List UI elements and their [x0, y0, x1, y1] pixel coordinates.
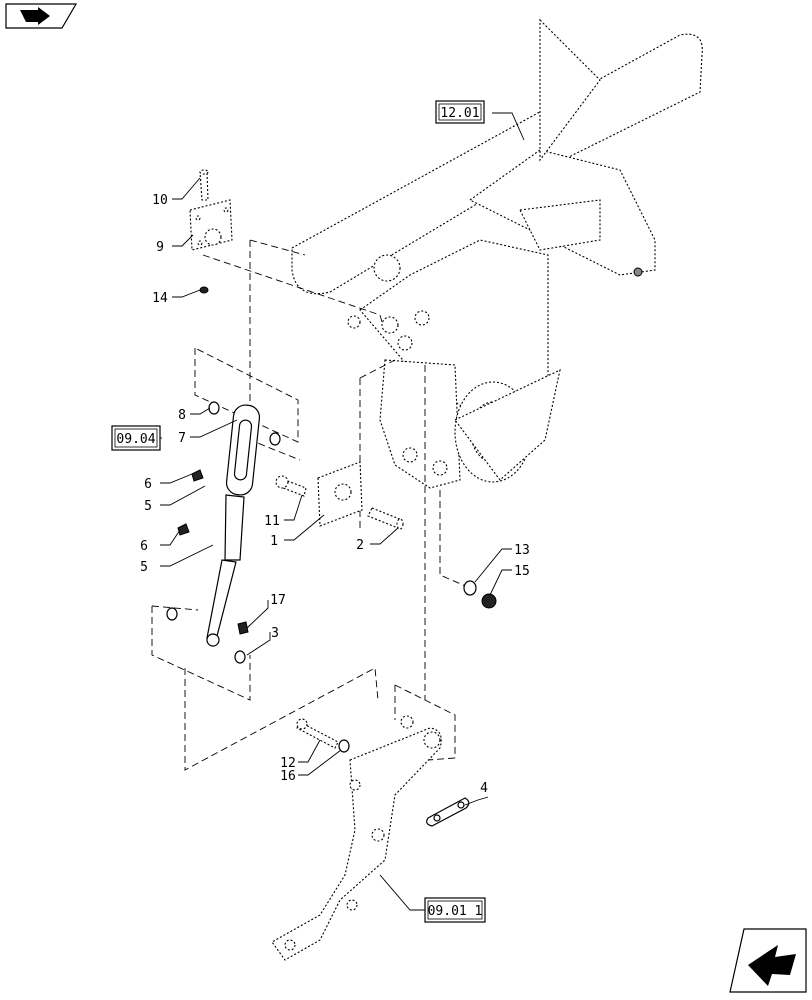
callout-5a: 5 [144, 499, 152, 514]
callout-6b: 6 [140, 539, 148, 554]
callout-6a: 6 [144, 477, 152, 492]
callout-11: 11 [264, 514, 280, 529]
main-frame [291, 18, 703, 489]
callout-2: 2 [356, 538, 364, 553]
callout-9: 9 [156, 240, 164, 255]
pin-part-2 [367, 507, 404, 530]
bottom-nav-icon[interactable] [729, 928, 807, 993]
bracket-part-1 [317, 461, 363, 527]
nut-part-14 [199, 286, 209, 294]
lower-link-arm [271, 715, 442, 961]
ref-box-09-01-1[interactable]: 09.01 1 [424, 897, 486, 923]
callout-7: 7 [178, 431, 186, 446]
link-part-4 [426, 797, 470, 827]
top-nav-icon[interactable] [5, 3, 78, 29]
ref-label-09-04: 09.04 [116, 432, 155, 447]
bolt-part-10 [199, 169, 209, 201]
callout-12: 12 [280, 756, 296, 771]
washer-part-16 [338, 739, 350, 753]
washer-part-13 [463, 580, 477, 596]
callout-4: 4 [480, 781, 488, 796]
fitting-part-6 [177, 469, 204, 536]
callout-14: 14 [152, 291, 168, 306]
callout-15: 15 [514, 564, 530, 579]
callout-5b: 5 [140, 560, 148, 575]
washer-part-8 [208, 401, 281, 446]
bolt-part-11 [275, 475, 307, 497]
callout-3: 3 [271, 626, 279, 641]
callout-1: 1 [270, 534, 278, 549]
callout-10: 10 [152, 193, 168, 208]
nut-part-15 [481, 593, 497, 609]
ref-label-12-01: 12.01 [440, 106, 479, 121]
grease-part-17 [237, 621, 249, 635]
ref-label-09-01-1: 09.01 1 [428, 904, 483, 919]
leader-lines [155, 112, 525, 911]
lift-rod-part-7 [206, 404, 261, 647]
ref-box-09-04[interactable]: 09.04 [111, 425, 161, 451]
callout-13: 13 [514, 543, 530, 558]
assembly-lines [151, 239, 471, 771]
arrow-left-icon [748, 945, 796, 986]
callout-17: 17 [270, 593, 286, 608]
washer-part-3 [166, 607, 246, 664]
bolt-part-12 [296, 718, 339, 749]
callout-8: 8 [178, 408, 186, 423]
callout-16: 16 [280, 769, 296, 784]
plate-part-9 [189, 199, 233, 251]
ref-box-12-01[interactable]: 12.01 [435, 100, 485, 124]
arrow-right-icon [20, 7, 50, 25]
